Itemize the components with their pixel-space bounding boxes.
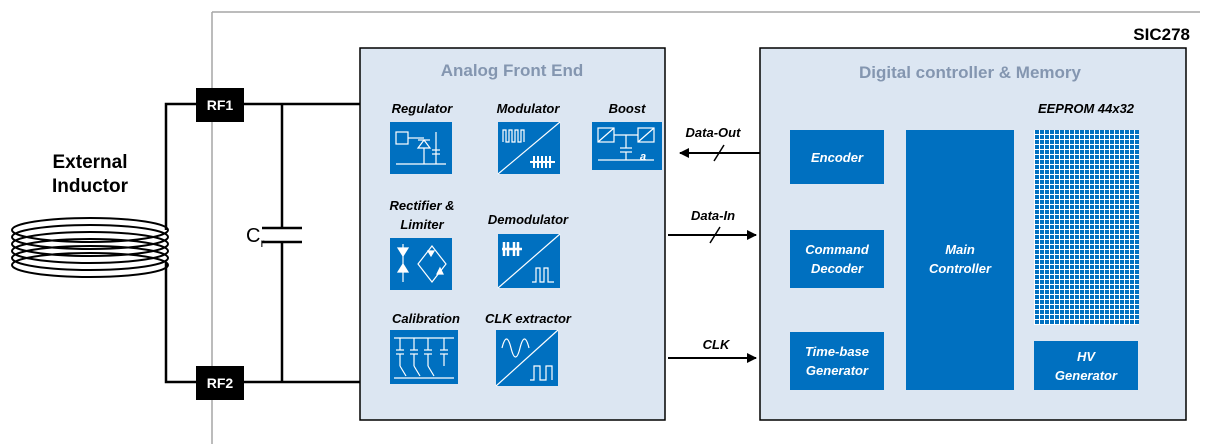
external-inductor-label-2: Inductor (52, 176, 129, 197)
modulator-icon (497, 121, 561, 175)
clk-extractor-icon (495, 329, 559, 387)
rectifier-icon (390, 238, 452, 290)
demodulator-label: Demodulator (488, 212, 569, 227)
data-out-arrow (679, 144, 760, 162)
calibration-label: Calibration (392, 311, 460, 326)
regulator-label: Regulator (392, 101, 454, 116)
clk-extractor-label: CLK extractor (485, 311, 572, 326)
data-out-label: Data-Out (686, 125, 742, 140)
chip-name: SIC278 (1133, 25, 1190, 44)
rectifier-label-1: Rectifier & (389, 198, 454, 213)
hv-generator-label-1: HV (1077, 349, 1096, 364)
inductor-coil-icon (11, 217, 169, 278)
boost-label: Boost (609, 101, 647, 116)
digital-title: Digital controller & Memory (859, 63, 1082, 82)
svg-text:a: a (640, 151, 646, 163)
rf2-pin (196, 366, 244, 400)
demodulator-icon (497, 233, 561, 289)
hv-generator-label-2: Generator (1055, 368, 1118, 383)
main-controller-label-2: Controller (929, 261, 992, 276)
time-base-label-2: Generator (806, 363, 869, 378)
clk-label: CLK (703, 337, 731, 352)
wires (164, 102, 360, 384)
capacitor-label: Cr (246, 225, 264, 250)
encoder-block (790, 130, 884, 184)
external-inductor-label-1: External (53, 152, 128, 173)
command-decoder-label-1: Command (805, 242, 870, 257)
main-controller-block (906, 130, 1014, 390)
time-base-generator-block (790, 332, 884, 390)
main-controller-label-1: Main (945, 242, 975, 257)
rf1-label: RF1 (207, 97, 234, 113)
time-base-label-1: Time-base (805, 344, 869, 359)
rectifier-label-2: Limiter (400, 217, 444, 232)
rf1-pin (196, 88, 244, 122)
eeprom-grid (1034, 130, 1139, 325)
modulator-label: Modulator (497, 101, 561, 116)
eeprom-label: EEPROM 44x32 (1038, 101, 1135, 116)
data-in-label: Data-In (691, 208, 735, 223)
data-in-arrow (668, 226, 757, 244)
afe-title: Analog Front End (441, 61, 584, 80)
command-decoder-label-2: Decoder (811, 261, 864, 276)
hv-generator-block (1034, 341, 1138, 390)
command-decoder-block (790, 230, 884, 288)
calibration-icon (390, 330, 458, 384)
encoder-label: Encoder (811, 150, 864, 165)
rf2-label: RF2 (207, 375, 234, 391)
regulator-icon (390, 122, 452, 174)
boost-icon: a (592, 122, 662, 170)
